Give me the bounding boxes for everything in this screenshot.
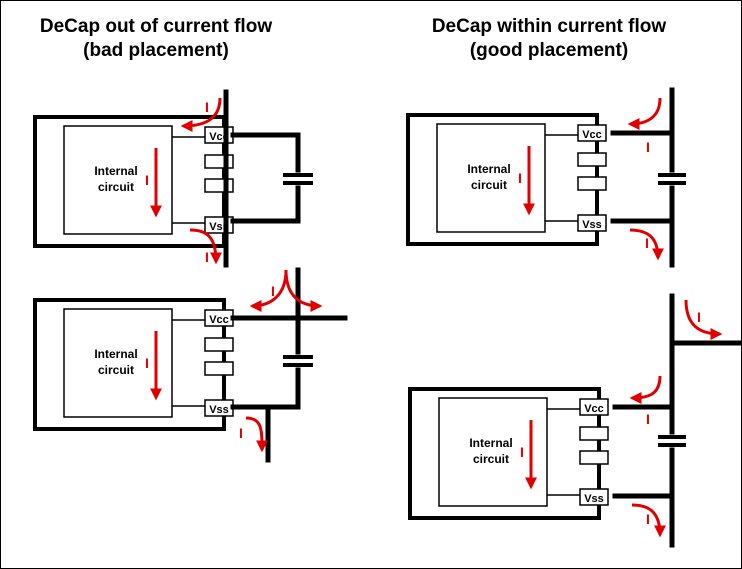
decap-vss-branch <box>230 185 301 224</box>
internal-circuit-label-line1: Internal <box>94 164 137 178</box>
internal-circuit-label-line1: Internal <box>469 436 512 450</box>
decap-vss-branch <box>230 367 301 410</box>
current-label: I <box>205 249 209 265</box>
current-label: I <box>646 411 650 427</box>
right-heading-line1: DeCap within current flow <box>431 16 667 37</box>
supply-current-arrow <box>684 299 723 340</box>
vcc-current-right-arrow <box>284 269 323 312</box>
vss-pin <box>579 488 609 506</box>
vss-label: Vss <box>209 404 229 416</box>
vss-label: Vss <box>584 493 604 505</box>
internal-circuit-label-line1: Internal <box>94 347 137 361</box>
internal-circuit-label-line1: Internal <box>467 162 510 176</box>
left-heading: DeCap out of current flow (bad placement… <box>23 15 289 63</box>
vcc-label: Vcc <box>209 314 229 326</box>
vcc-pin <box>579 398 609 416</box>
current-label: I <box>697 309 701 325</box>
vcc-current-arrow <box>629 375 662 404</box>
vss-pin <box>577 214 607 232</box>
internal-circuit-label-line2: circuit <box>98 180 134 194</box>
internal-circuit-block <box>436 123 546 233</box>
ground-current-arrow <box>245 416 268 453</box>
dummy-pin <box>577 152 607 167</box>
vcc-current-left-arrow <box>249 269 288 312</box>
right-heading-line2: (good placement) <box>469 39 629 61</box>
return-current-arrow <box>189 228 222 265</box>
current-label: I <box>646 139 650 155</box>
dummy-pin <box>204 154 234 169</box>
internal-current-label: I <box>145 172 149 188</box>
right-bottom-circuit: I I I <box>612 293 742 548</box>
dummy-pin <box>204 337 234 352</box>
internal-circuit-label-line2: circuit <box>473 452 509 466</box>
current-label: I <box>239 425 243 441</box>
internal-circuit-label-line2: circuit <box>98 363 134 377</box>
current-label: I <box>646 511 650 527</box>
right-top-circuit: II <box>610 87 686 268</box>
dummy-pin <box>204 178 234 193</box>
dummy-pin <box>579 450 609 465</box>
vcc-label: Vcc <box>582 129 602 141</box>
vcc-label: Vcc <box>584 403 604 415</box>
left-heading-line2: (bad placement) <box>83 39 229 61</box>
internal-circuit-block <box>63 125 173 235</box>
current-label: I <box>271 283 275 299</box>
supply-current-arrow <box>180 97 222 132</box>
left-bottom-circuit: II <box>230 267 348 463</box>
internal-circuit-label-line2: circuit <box>471 178 507 192</box>
internal-current-label: I <box>518 170 522 186</box>
dummy-pin <box>577 176 607 191</box>
vcc-pin <box>577 124 607 142</box>
current-label: I <box>645 235 649 251</box>
supply-current-arrow <box>627 97 662 130</box>
return-current-arrow <box>629 228 664 261</box>
dummy-pin <box>579 426 609 441</box>
current-label: I <box>205 99 209 115</box>
internal-circuit-block <box>63 308 173 418</box>
internal-current-label: I <box>520 444 524 460</box>
return-current-arrow <box>631 503 666 538</box>
vss-label: Vss <box>582 219 602 231</box>
left-top-circuit: II <box>180 89 313 268</box>
left-heading-line1: DeCap out of current flow <box>39 16 273 37</box>
dummy-pin <box>204 361 234 376</box>
decap-vcc-branch <box>230 132 301 173</box>
right-heading: DeCap within current flow (good placemen… <box>404 15 694 63</box>
internal-current-label: I <box>145 355 149 371</box>
internal-circuit-block <box>438 397 548 507</box>
